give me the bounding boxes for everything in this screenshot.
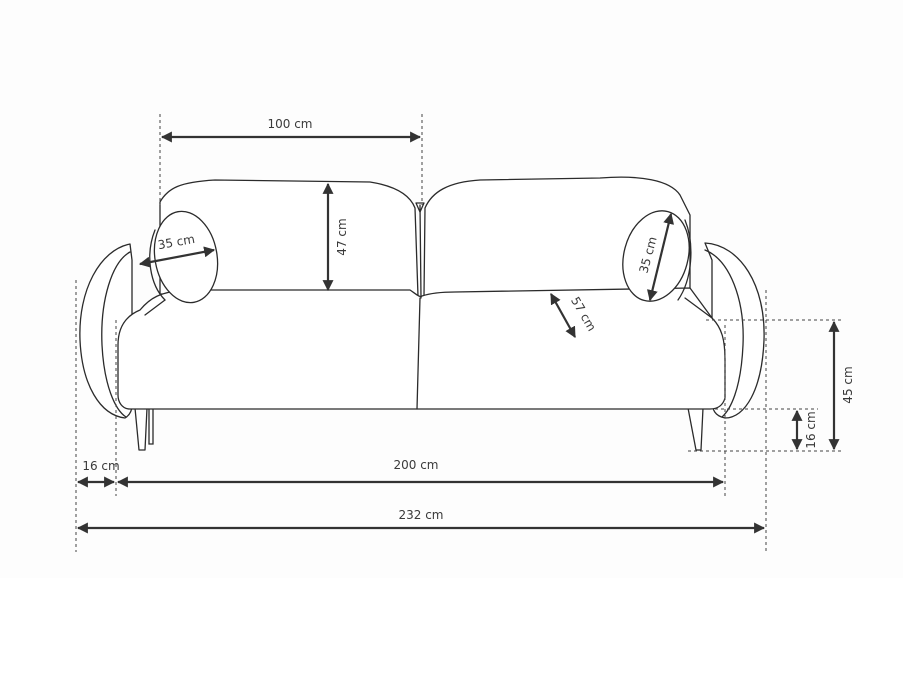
dimension-35cm-left: 35 cm (138, 232, 216, 268)
label-200cm: 200 cm (393, 458, 438, 472)
label-232cm: 232 cm (398, 508, 443, 522)
dimension-47cm: 47 cm (322, 182, 349, 292)
label-16cm-arm: 16 cm (82, 459, 119, 473)
extension-lines (75, 114, 842, 552)
dimension-45cm: 45 cm (828, 320, 855, 451)
dimension-200cm: 200 cm (116, 458, 725, 488)
label-16cm-leg: 16 cm (804, 411, 818, 448)
label-45cm: 45 cm (841, 366, 855, 403)
label-100cm: 100 cm (267, 117, 312, 131)
label-35cm-left: 35 cm (157, 232, 196, 252)
dimension-232cm: 232 cm (76, 508, 766, 534)
dimension-100cm: 100 cm (160, 117, 422, 143)
dimension-16cm-leg: 16 cm (791, 409, 818, 451)
label-47cm: 47 cm (335, 218, 349, 255)
dimension-16cm-arm: 16 cm (76, 459, 120, 488)
seat-cushion-divider (416, 297, 421, 410)
